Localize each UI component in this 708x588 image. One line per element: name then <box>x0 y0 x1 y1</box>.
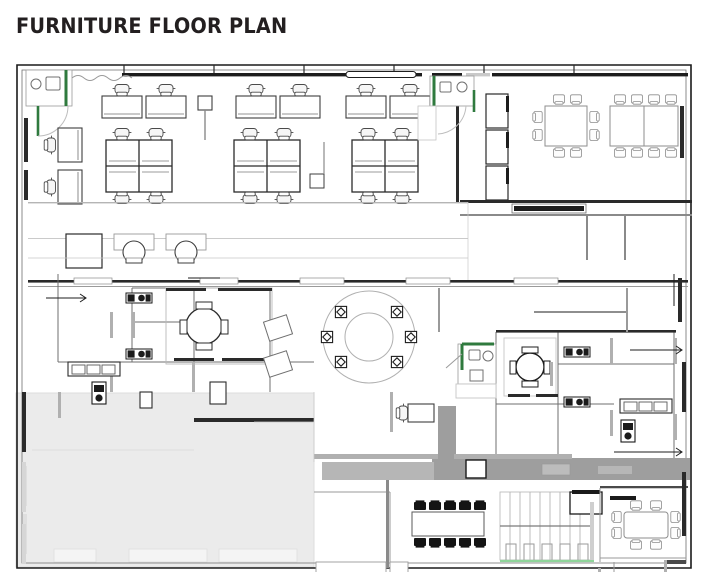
wc-fixture-single <box>91 381 107 405</box>
loose-furniture-open-office <box>309 142 325 189</box>
north-curtain-wall-mullions <box>123 65 575 73</box>
lounge-seat <box>320 330 334 344</box>
stair-run <box>499 490 603 563</box>
workstation-pod <box>233 128 301 204</box>
north-glazing-band <box>122 71 688 78</box>
desk-row-west <box>44 127 83 205</box>
building-envelope-walls <box>16 64 692 569</box>
west-wall-column-north <box>24 118 28 200</box>
lounge-seat <box>404 330 418 344</box>
west-wall-lower <box>22 392 26 564</box>
wc-fixture-single <box>620 419 636 443</box>
desk-row-north <box>101 84 431 140</box>
workstation-pod <box>105 128 173 204</box>
wc-fixture-group <box>563 346 591 358</box>
zone-executive-suite-east <box>438 274 683 458</box>
desk-unit <box>44 127 83 163</box>
desk-unit-center-south <box>396 403 435 423</box>
desk-unit <box>235 84 277 119</box>
lounge-seat <box>334 355 348 369</box>
restroom-pod-east <box>445 342 497 399</box>
round-meeting-table-east <box>503 337 558 397</box>
sink-bank <box>619 398 673 414</box>
storage-lockers <box>485 93 509 201</box>
small-round-table <box>113 233 155 264</box>
wc-fixture-group <box>563 396 591 408</box>
sink-bank <box>67 361 121 377</box>
zone-cafeteria-south <box>314 480 486 568</box>
cafeteria-long-table <box>411 500 486 547</box>
restroom-pod-northwest <box>25 69 133 137</box>
floor-plan-canvas <box>14 62 694 572</box>
desk-unit <box>145 84 187 119</box>
desk-unit <box>345 84 387 119</box>
page-title: FURNITURE FLOOR PLAN <box>16 14 288 38</box>
south-edge-elements <box>315 561 409 572</box>
loose-lounge-seats <box>262 314 294 378</box>
service-corridor-gray <box>314 406 690 480</box>
conference-table-a <box>533 94 599 157</box>
round-lounge-table <box>320 290 418 384</box>
floor-plan-drawing <box>14 62 694 572</box>
conference-table-b <box>609 94 679 157</box>
desk-unit <box>44 169 83 205</box>
pedestal-cabinet <box>197 95 213 140</box>
desk-unit <box>101 84 143 119</box>
lounge-seat <box>390 355 404 369</box>
door-leaf <box>390 392 393 432</box>
east-wall-lower <box>682 362 686 512</box>
wc-fixture-group <box>125 348 153 360</box>
meeting-table-southeast <box>612 500 680 549</box>
restroom-pod-northeast <box>417 75 476 141</box>
zone-conference-northeast <box>417 75 692 260</box>
round-meeting-table-west <box>165 287 273 365</box>
desk-unit <box>279 84 321 119</box>
small-round-table <box>165 233 207 264</box>
lounge-seat <box>334 305 348 319</box>
workstation-pod <box>351 128 419 204</box>
zone-meeting-room-southeast <box>598 486 688 572</box>
main-corridor-wall <box>28 202 688 287</box>
annotation-hairlines <box>28 202 469 462</box>
wc-fixture-group <box>125 292 153 304</box>
lounge-seat <box>390 305 404 319</box>
